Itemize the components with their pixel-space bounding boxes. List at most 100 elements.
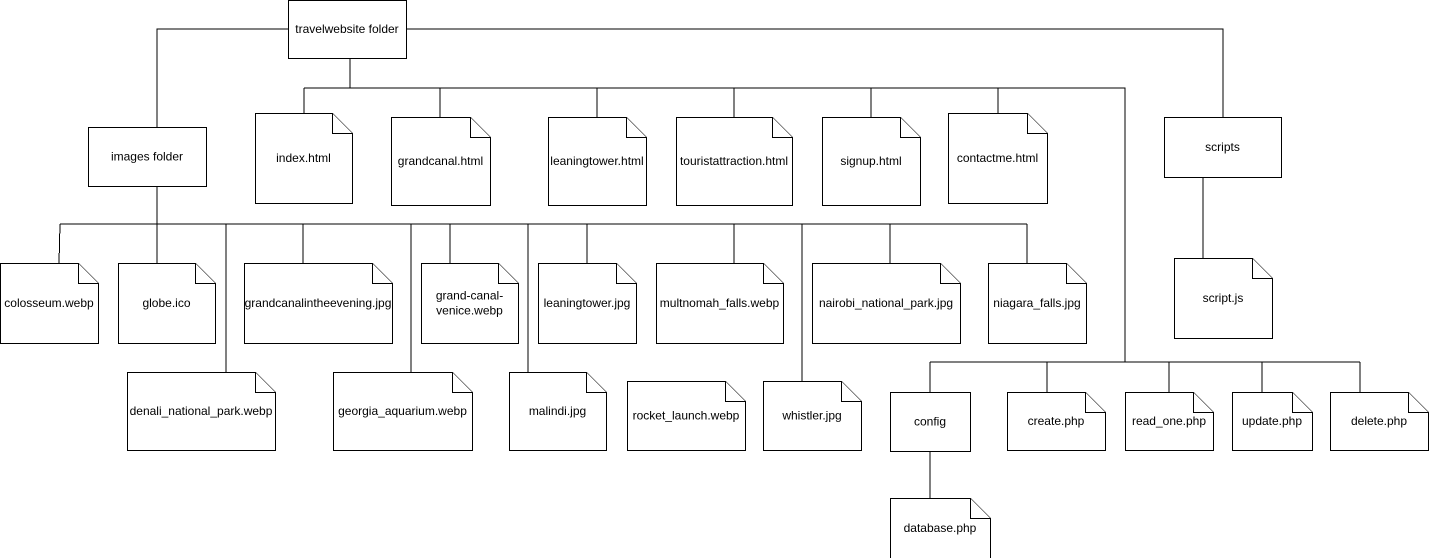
file-corner-fold-icon xyxy=(452,372,473,393)
file-icon xyxy=(421,263,519,344)
file-icon xyxy=(627,381,746,451)
folder-node-images: images folder xyxy=(88,127,207,187)
file-icon xyxy=(676,117,793,206)
node-label: travelwebsite folder xyxy=(295,22,398,36)
file-node-delete: delete.php xyxy=(1330,392,1429,451)
file-icon xyxy=(1125,392,1214,451)
file-icon xyxy=(812,263,961,344)
node-label: georgia_aquarium.webp xyxy=(338,404,467,418)
file-corner-fold-icon xyxy=(255,372,276,393)
file-corner-fold-icon xyxy=(372,263,393,284)
file-node-index: index.html xyxy=(255,113,353,204)
folder-box xyxy=(288,0,407,59)
file-node-grandcanalevening: grandcanalintheevening.jpg xyxy=(244,263,393,344)
node-label: touristattraction.html xyxy=(680,154,788,168)
node-label: denali_national_park.webp xyxy=(130,404,273,418)
folder-node-config: config xyxy=(890,392,971,452)
node-label: update.php xyxy=(1242,414,1302,428)
file-icon xyxy=(0,263,99,344)
node-label: contactme.html xyxy=(957,151,1038,165)
file-node-globe: globe.ico xyxy=(118,263,216,344)
node-label: script.js xyxy=(1203,291,1244,305)
file-icon xyxy=(244,263,393,344)
node-label: malindi.jpg xyxy=(529,404,586,418)
file-corner-fold-icon xyxy=(1085,392,1106,413)
file-icon xyxy=(763,381,862,451)
file-node-niagara: niagara_falls.jpg xyxy=(988,263,1087,344)
file-icon xyxy=(509,372,607,451)
file-corner-fold-icon xyxy=(970,498,991,519)
file-node-touristattraction: touristattraction.html xyxy=(676,117,793,206)
file-node-leaningtower-jpg: leaningtower.jpg xyxy=(538,263,637,344)
file-icon xyxy=(822,117,921,206)
file-corner-fold-icon xyxy=(725,381,746,402)
file-icon xyxy=(1007,392,1106,451)
node-label: scripts xyxy=(1205,140,1240,154)
folder-node-scripts: scripts xyxy=(1164,117,1282,178)
file-node-signup: signup.html xyxy=(822,117,921,206)
connectors xyxy=(58,28,1361,498)
file-icon xyxy=(333,372,473,451)
node-label: nairobi_national_park.jpg xyxy=(819,296,953,310)
folder-box xyxy=(88,127,207,187)
node-label: delete.php xyxy=(1351,414,1407,428)
file-icon xyxy=(988,263,1087,344)
file-node-contactme: contactme.html xyxy=(948,113,1048,204)
file-corner-fold-icon xyxy=(1193,392,1214,413)
connector-line xyxy=(58,223,61,264)
file-corner-fold-icon xyxy=(332,113,353,134)
file-node-update: update.php xyxy=(1232,392,1313,451)
connector-line xyxy=(304,87,1126,362)
file-corner-fold-icon xyxy=(841,381,862,402)
file-icon xyxy=(538,263,637,344)
file-corner-fold-icon xyxy=(586,372,607,393)
file-node-grandcanalvenice: grand-canal-venice.webp xyxy=(421,263,519,344)
folder-box xyxy=(890,392,971,452)
file-icon xyxy=(890,498,991,558)
node-label: read_one.php xyxy=(1132,414,1206,428)
file-icon xyxy=(1174,258,1273,339)
node-label: leaningtower.jpg xyxy=(544,296,631,310)
file-icon xyxy=(255,113,353,204)
file-icon xyxy=(127,372,276,451)
node-label: images folder xyxy=(111,150,183,164)
file-icon xyxy=(656,263,784,344)
file-corner-fold-icon xyxy=(616,263,637,284)
node-label: whistler.jpg xyxy=(781,409,841,423)
file-node-whistler: whistler.jpg xyxy=(763,381,862,451)
node-label: create.php xyxy=(1028,414,1085,428)
node-label: venice.webp xyxy=(436,304,503,318)
file-corner-fold-icon xyxy=(940,263,961,284)
file-corner-fold-icon xyxy=(900,117,921,138)
node-label: grand-canal- xyxy=(436,289,503,303)
connector-line xyxy=(156,28,288,127)
file-node-malindi: malindi.jpg xyxy=(509,372,607,451)
file-node-database: database.php xyxy=(890,498,991,558)
file-node-georgia: georgia_aquarium.webp xyxy=(333,372,473,451)
node-label: grandcanal.html xyxy=(398,154,483,168)
file-node-nairobi: nairobi_national_park.jpg xyxy=(812,263,961,344)
file-corner-fold-icon xyxy=(1292,392,1313,413)
file-corner-fold-icon xyxy=(1408,392,1429,413)
file-corner-fold-icon xyxy=(1066,263,1087,284)
file-node-multnomah: multnomah_falls.webp xyxy=(656,263,784,344)
file-corner-fold-icon xyxy=(1027,113,1048,134)
node-label: globe.ico xyxy=(142,296,190,310)
node-label: colosseum.webp xyxy=(4,296,94,310)
file-corner-fold-icon xyxy=(763,263,784,284)
file-icon xyxy=(391,117,491,206)
file-node-rocket: rocket_launch.webp xyxy=(627,381,746,451)
node-label: config xyxy=(914,415,946,429)
file-node-grandcanal: grandcanal.html xyxy=(391,117,491,206)
connector-line xyxy=(406,28,1224,117)
node-label: rocket_launch.webp xyxy=(633,409,740,423)
file-node-scriptjs: script.js xyxy=(1174,258,1273,339)
file-corner-fold-icon xyxy=(470,117,491,138)
file-corner-fold-icon xyxy=(1252,258,1273,279)
node-label: database.php xyxy=(904,521,977,535)
file-icon xyxy=(548,117,647,206)
file-corner-fold-icon xyxy=(498,263,519,284)
file-corner-fold-icon xyxy=(626,117,647,138)
